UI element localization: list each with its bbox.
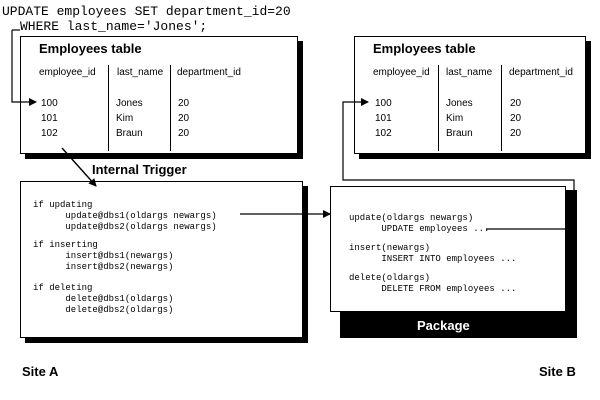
package-to-site-b-table-arrow [342, 98, 575, 230]
site-b-table-title: Employees table [373, 41, 476, 56]
site-b-row-2-dept: 20 [510, 113, 522, 124]
site-b-row-2-id: 101 [375, 113, 392, 124]
site-a-code-line-2: update@dbs1(oldargs newargs) [33, 211, 217, 221]
site-a-code-line-3: update@dbs2(oldargs newargs) [33, 222, 217, 232]
sql-line-2: WHERE last_name='Jones'; [20, 19, 208, 34]
internal-trigger-label: Internal Trigger [92, 162, 187, 177]
site-a-row-3-dept: 20 [178, 128, 190, 139]
site-b-code-line-1: update(oldargs newargs) [349, 213, 474, 223]
site-b-employees-table: Employees table employee_id last_name de… [354, 36, 586, 154]
site-b-col-last-name: last_name [446, 67, 493, 78]
site-a-row-3-name: Braun [116, 128, 143, 139]
table-to-trigger-arrow [61, 147, 97, 187]
sql-line-1: UPDATE employees SET department_id=20 [2, 4, 291, 19]
site-b-code-line-5: INSERT INTO employees ... [349, 254, 517, 264]
site-b-code-line-7: delete(oldargs) [349, 273, 431, 283]
site-a-code-line-10: delete@dbs1(oldargs) [33, 294, 174, 304]
site-a-code-line-9: if deleting [33, 283, 93, 293]
site-a-code-line-11: delete@dbs2(oldargs) [33, 305, 174, 315]
site-b-code-line-4: insert(newargs) [349, 243, 431, 253]
site-a-col-divider-1 [108, 65, 109, 151]
site-a-col-employee-id: employee_id [39, 67, 96, 78]
site-a-col-department-id: department_id [177, 67, 241, 78]
site-a-row-1-name: Jones [116, 98, 143, 109]
site-a-trigger-code-box: if updating update@dbs1(oldargs newargs)… [20, 181, 303, 338]
site-a-row-1-id: 100 [41, 98, 58, 109]
site-b-row-3-id: 102 [375, 128, 392, 139]
site-b-code-line-2: UPDATE employees ... [349, 224, 490, 234]
site-a-row-2-name: Kim [116, 113, 134, 124]
site-a-row-2-id: 101 [41, 113, 58, 124]
site-a-code-line-7: insert@dbs2(newargs) [33, 262, 174, 272]
site-a-employees-table: Employees table employee_id last_name de… [20, 36, 298, 154]
site-b-row-1-dept: 20 [510, 98, 522, 109]
site-b-row-3-name: Braun [446, 128, 473, 139]
site-b-row-1-name: Jones [446, 98, 473, 109]
site-a-row-1-dept: 20 [178, 98, 190, 109]
sql-to-site-a-arrow [11, 30, 37, 106]
site-b-code-line-8: DELETE FROM employees ... [349, 284, 517, 294]
site-b-col-employee-id: employee_id [373, 67, 430, 78]
site-b-row-1-id: 100 [375, 98, 392, 109]
site-a-code-line-6: insert@dbs1(newargs) [33, 251, 174, 261]
site-b-row-3-dept: 20 [510, 128, 522, 139]
site-a-col-last-name: last_name [117, 67, 164, 78]
package-label: Package [417, 318, 470, 333]
site-b-col-divider-1 [438, 65, 439, 151]
site-a-label: Site A [22, 364, 59, 379]
site-a-col-divider-2 [170, 65, 171, 151]
site-a-table-title: Employees table [39, 41, 142, 56]
site-a-code-line-5: if inserting [33, 240, 98, 250]
site-a-row-3-id: 102 [41, 128, 58, 139]
site-b-col-divider-2 [501, 65, 502, 151]
site-b-package-code-box: update(oldargs newargs) UPDATE employees… [330, 186, 566, 312]
site-b-col-department-id: department_id [509, 67, 573, 78]
site-a-row-2-dept: 20 [178, 113, 190, 124]
site-b-label: Site B [539, 364, 576, 379]
site-b-row-2-name: Kim [446, 113, 464, 124]
site-a-code-line-1: if updating [33, 200, 93, 210]
